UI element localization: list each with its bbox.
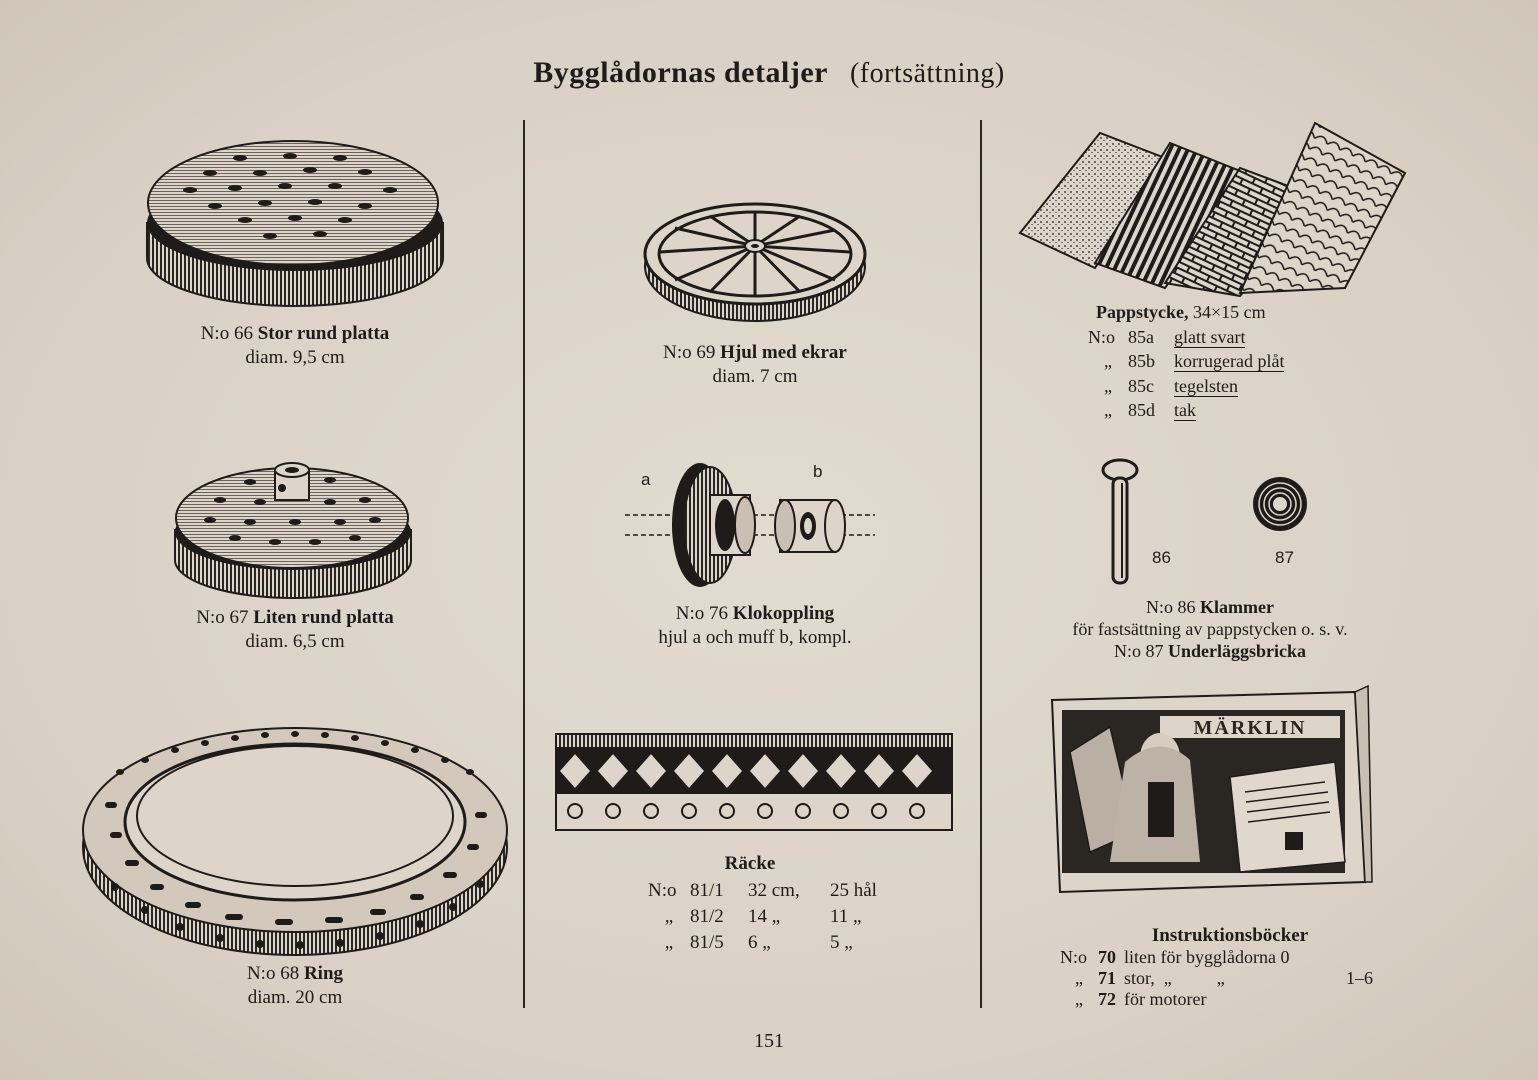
caption-item-69: N:o 69 Hjul med ekrar diam. 7 cm xyxy=(580,341,930,389)
column-divider-left xyxy=(523,120,525,1008)
item-76-description: hjul a och muff b, kompl. xyxy=(658,627,852,648)
item-76-number: N:o 76 xyxy=(675,603,729,624)
item-67-name: Liten rund platta xyxy=(253,607,394,628)
caption-item-68: N:o 68 Ring diam. 20 cm xyxy=(130,962,460,1010)
item-67-dimension: diam. 6,5 cm xyxy=(245,631,345,652)
clamp-illustration xyxy=(1101,458,1139,585)
title-subtitle: (fortsättning) xyxy=(849,58,1005,89)
item-66-number: N:o 66 xyxy=(200,323,253,344)
item-69-dimension: diam. 7 cm xyxy=(712,366,798,387)
item-86-description: för fastsättning av pappstycken o. s. v. xyxy=(1072,619,1348,639)
item-68-name: Ring xyxy=(303,963,344,984)
instruction-book-illustration: MÄRKLIN xyxy=(1050,684,1373,894)
spoked-wheel-illustration xyxy=(643,202,867,322)
item-87-number: N:o 87 xyxy=(1113,641,1164,661)
cardboard-title-row: Pappstycke, 34×15 cm xyxy=(1096,302,1266,322)
washer-number: 87 xyxy=(1275,548,1294,567)
item-68-number: N:o 68 xyxy=(246,963,300,984)
clamp-number: 86 xyxy=(1152,548,1171,567)
title-main: Bygglådornas detaljer xyxy=(533,56,828,89)
book-cover-brand: MÄRKLIN xyxy=(1194,716,1307,739)
coupling-label-b: b xyxy=(813,462,823,481)
railing-illustration xyxy=(555,733,953,831)
item-87-name: Underläggsbricka xyxy=(1167,641,1306,661)
small-round-plate-illustration xyxy=(174,462,412,599)
caption-item-86-87: N:o 86 Klammer för fastsättning av papps… xyxy=(1000,596,1420,662)
item-76-name: Klokoppling xyxy=(732,603,835,624)
railing-title: Räcke xyxy=(724,853,776,874)
coupling-label-a: a xyxy=(641,470,651,489)
item-86-name: Klammer xyxy=(1200,597,1274,617)
item-66-dimension: diam. 9,5 cm xyxy=(245,347,345,368)
item-69-number: N:o 69 xyxy=(663,342,716,363)
item-69-name: Hjul med ekrar xyxy=(720,342,847,363)
page-number: 151 xyxy=(754,1030,784,1052)
caption-item-76: N:o 76 Klokoppling hjul a och muff b, ko… xyxy=(580,602,930,650)
item-67-number: N:o 67 xyxy=(196,607,249,628)
books-title: Instruktionsböcker xyxy=(1151,925,1309,946)
ring-illustration xyxy=(82,727,508,956)
caption-item-66: N:o 66 Stor rund platta diam. 9,5 cm xyxy=(130,322,460,370)
claw-coupling-illustration xyxy=(625,463,875,587)
item-68-dimension: diam. 20 cm xyxy=(247,987,343,1008)
column-divider-right xyxy=(980,120,982,1008)
page-title: Bygglådornas detaljer (fortsättning) xyxy=(0,56,1538,90)
item-86-number: N:o 86 xyxy=(1146,597,1196,617)
large-round-plate-illustration xyxy=(146,140,444,307)
cardboard-sheets-illustration xyxy=(1018,121,1407,298)
caption-item-67: N:o 67 Liten rund platta diam. 6,5 cm xyxy=(130,606,460,654)
item-66-name: Stor rund platta xyxy=(257,323,390,344)
washer-illustration xyxy=(1253,477,1307,531)
